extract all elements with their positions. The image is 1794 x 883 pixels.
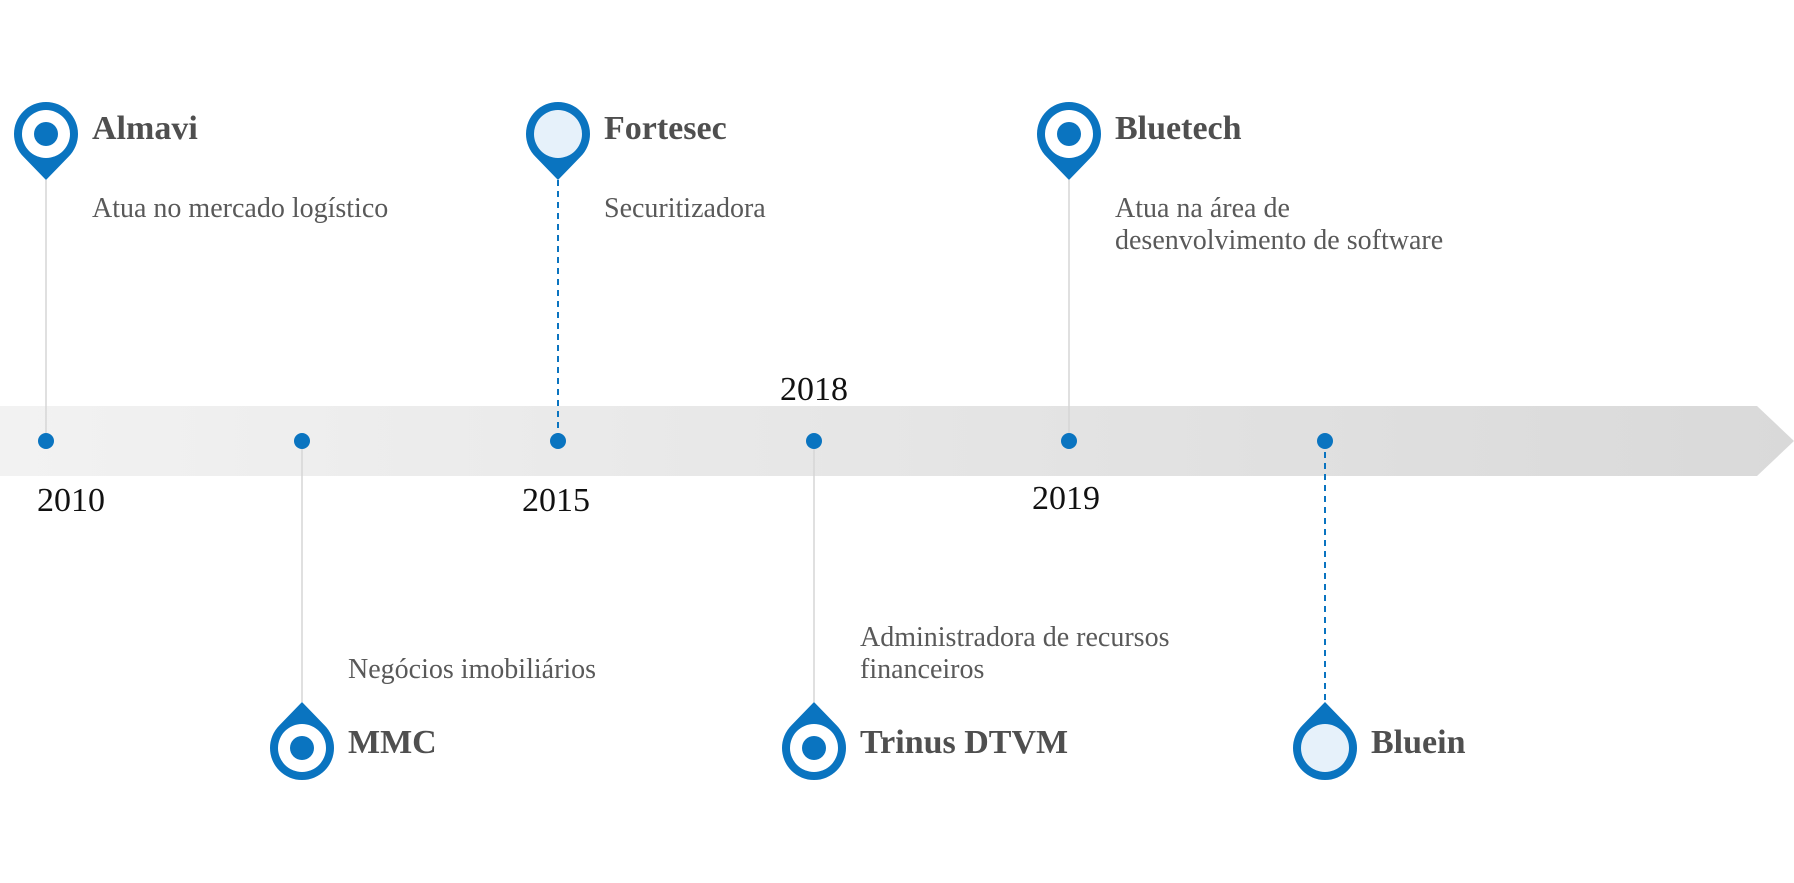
- year-label-2010: 2010: [37, 482, 105, 519]
- pin-center-dot: [802, 736, 826, 760]
- axis-dot-mmc: [294, 433, 310, 449]
- description-line: Securitizadora: [604, 193, 766, 224]
- year-label-2015: 2015: [522, 482, 590, 519]
- axis-dot-bluetech: [1061, 433, 1077, 449]
- event-title-trinus-dtvm: Trinus DTVM: [860, 724, 1069, 761]
- map-pin-icon: [1037, 102, 1101, 180]
- event-description-mmc: Negócios imobiliários: [348, 654, 596, 686]
- pin-center-dot: [34, 122, 58, 146]
- axis-dot-bluein: [1317, 433, 1333, 449]
- pin-center-dot: [1057, 122, 1081, 146]
- year-label-2019: 2019: [1032, 480, 1100, 517]
- map-pin-icon: [14, 102, 79, 180]
- timeline-pins: [14, 102, 1358, 780]
- axis-dot-trinus-dtvm: [806, 433, 822, 449]
- pin-inner: [1301, 724, 1349, 772]
- event-title-bluein: Bluein: [1371, 724, 1466, 761]
- event-title-fortesec: Fortesec: [604, 110, 727, 147]
- description-line: Administradora de recursos: [860, 622, 1170, 653]
- event-title-mmc: MMC: [348, 724, 437, 761]
- description-line: financeiros: [860, 654, 985, 685]
- description-line: desenvolvimento de software: [1115, 225, 1444, 256]
- map-pin-icon: [782, 702, 847, 780]
- event-title-almavi: Almavi: [92, 110, 198, 147]
- pin-inner: [534, 110, 582, 158]
- map-pin-icon: [525, 102, 590, 180]
- year-label-2018: 2018: [780, 371, 848, 408]
- description-line: Negócios imobiliários: [348, 654, 597, 685]
- description-line: Atua no mercado logístico: [92, 193, 389, 224]
- axis-dot-almavi: [38, 433, 54, 449]
- event-description-fortesec: Securitizadora: [604, 193, 766, 225]
- map-pin-icon: [1293, 702, 1358, 780]
- description-line: Atua na área de: [1115, 193, 1290, 224]
- map-pin-icon: [270, 702, 334, 780]
- axis-dot-fortesec: [550, 433, 566, 449]
- timeline-connectors: [45, 180, 1326, 702]
- timeline-arrow-bar: [0, 406, 1794, 476]
- event-title-bluetech: Bluetech: [1115, 110, 1242, 147]
- event-description-almavi: Atua no mercado logístico: [92, 193, 388, 225]
- timeline-dots: [38, 433, 1333, 449]
- pin-center-dot: [290, 736, 314, 760]
